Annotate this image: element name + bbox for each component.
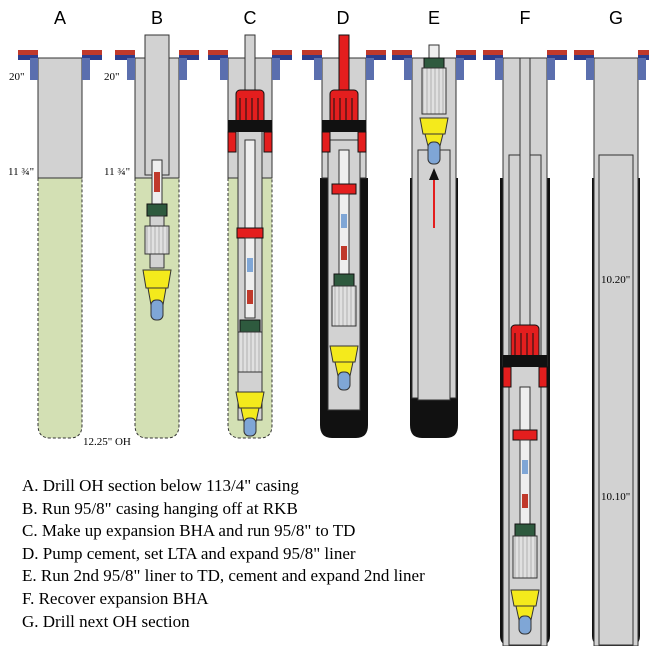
step-b: B. Run 95/8" casing hanging off at RKB — [22, 498, 298, 518]
well-g — [574, 50, 649, 646]
depth-label-a-oh: 12.25" OH — [83, 436, 131, 448]
step-f: F. Recover expansion BHA — [22, 588, 209, 608]
step-list: A. Drill OH section below 113/4" casing … — [22, 475, 425, 633]
column-label-e: E — [428, 8, 440, 28]
wellhead-c — [208, 50, 292, 80]
expander-c — [227, 89, 273, 153]
collar-d — [333, 273, 355, 287]
depth-label-a-1134: 11 ¾" — [8, 166, 34, 178]
column-label-g: G — [609, 8, 623, 28]
depth-label-g-1010: 10.10" — [601, 491, 630, 503]
open-hole-a — [37, 177, 83, 439]
wellhead-e — [392, 50, 476, 80]
expander-f — [502, 324, 548, 388]
step-e: E. Run 2nd 95/8" liner to TD, cement and… — [22, 566, 425, 586]
column-label-c: C — [244, 8, 257, 28]
collar-b — [146, 203, 168, 217]
depth-label-b-20: 20" — [104, 71, 120, 83]
wellhead-a — [18, 50, 102, 80]
collar-e — [423, 57, 445, 69]
bit-b — [142, 269, 172, 289]
casing-a — [37, 57, 83, 179]
well-f — [483, 50, 567, 646]
wellhead-f — [483, 50, 567, 80]
well-a — [18, 50, 102, 439]
column-label-d: D — [337, 8, 350, 28]
inner-casing-b — [144, 34, 170, 176]
expander-d — [321, 89, 367, 153]
well-b — [115, 34, 199, 439]
bit-c — [235, 391, 265, 409]
well-e — [392, 44, 476, 438]
wellhead-d — [302, 50, 386, 80]
wellhead-b — [115, 50, 199, 80]
well-c — [208, 34, 292, 439]
well-d — [302, 34, 386, 438]
column-label-a: A — [54, 8, 66, 28]
collar-f — [514, 523, 536, 537]
depth-label-g-1020: 10.20" — [601, 274, 630, 286]
column-label-f: F — [520, 8, 531, 28]
wellhead-g — [574, 50, 649, 80]
depth-label-b-1134: 11 ¾" — [104, 166, 130, 178]
liner-g — [598, 154, 634, 646]
depth-label-a-20: 20" — [9, 71, 25, 83]
step-c: C. Make up expansion BHA and run 95/8" t… — [22, 521, 356, 541]
column-label-b: B — [151, 8, 163, 28]
bit-f — [510, 589, 540, 607]
bit-d — [329, 345, 359, 363]
step-a: A. Drill OH section below 113/4" casing — [22, 476, 299, 495]
step-g: G. Drill next OH section — [22, 611, 190, 631]
bit-e — [419, 117, 449, 135]
collar-c — [239, 319, 261, 333]
step-d: D. Pump cement, set LTA and expand 95/8"… — [22, 543, 356, 563]
